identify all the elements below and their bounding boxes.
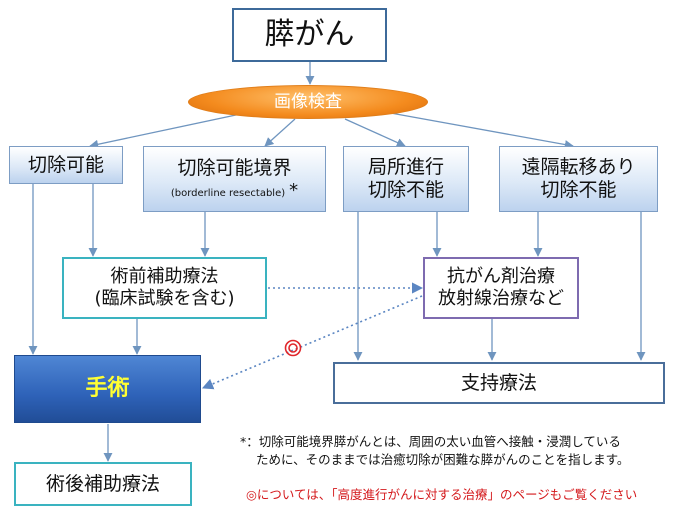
footnote-line2: ために、そのままでは治癒切除が困難な膵がんのことを指します。 bbox=[256, 452, 630, 468]
postoperative-therapy-box: 術後補助療法 bbox=[14, 462, 192, 506]
reference-note: ◎については、「高度進行がんに対する治療」のページもご覧ください bbox=[246, 487, 638, 502]
category-locally-advanced: 局所進行 切除不能 bbox=[343, 146, 469, 212]
arrow-exam-to-locally-advanced bbox=[344, 118, 406, 147]
double-circle-icon bbox=[284, 339, 302, 357]
arrow-exam-to-borderline bbox=[264, 118, 296, 147]
arrow-exam-to-resectable bbox=[89, 111, 251, 149]
neoadjuvant-line1: 術前補助療法 bbox=[110, 266, 219, 288]
supportive-care-box: 支持療法 bbox=[333, 362, 665, 404]
category-borderline-sub: (borderline resectable) bbox=[170, 187, 286, 199]
surgery-box: 手術 bbox=[14, 355, 201, 423]
asterisk-mark: * bbox=[289, 179, 299, 201]
title-box: 膵がん bbox=[232, 8, 387, 62]
neoadjuvant-line2: (臨床試験を含む) bbox=[94, 288, 235, 309]
footnote-line1: *：切除可能境界膵がんとは、周囲の太い血管へ接触・浸潤している bbox=[240, 434, 621, 449]
category-metastatic: 遠隔転移あり 切除不能 bbox=[499, 146, 658, 212]
surgery-label: 手術 bbox=[85, 375, 130, 401]
neoadjuvant-therapy-box: 術前補助療法 (臨床試験を含む) bbox=[62, 257, 267, 319]
category-metastatic-line2: 切除不能 bbox=[540, 179, 617, 201]
category-borderline: 切除可能境界 (borderline resectable) * bbox=[143, 146, 326, 212]
footnote: *：切除可能境界膵がんとは、周囲の太い血管へ接触・浸潤している ために、そのまま… bbox=[240, 433, 684, 469]
supportive-care-label: 支持療法 bbox=[460, 371, 537, 394]
title-text: 膵がん bbox=[264, 17, 355, 52]
chemo-line1: 抗がん剤治療 bbox=[447, 266, 555, 288]
imaging-exam-label: 画像検査 bbox=[274, 91, 342, 112]
chemo-radiation-box: 抗がん剤治療 放射線治療など bbox=[423, 257, 579, 319]
category-locally-advanced-line2: 切除不能 bbox=[367, 179, 444, 201]
category-borderline-label: 切除可能境界 bbox=[177, 156, 292, 179]
imaging-exam-node: 画像検査 bbox=[188, 85, 428, 119]
postoperative-therapy-label: 術後補助療法 bbox=[45, 472, 160, 495]
chemo-line2: 放射線治療など bbox=[438, 288, 564, 309]
category-resectable: 切除可能 bbox=[9, 146, 123, 184]
arrow-exam-to-metastatic bbox=[384, 111, 574, 150]
category-locally-advanced-line1: 局所進行 bbox=[367, 156, 444, 179]
category-metastatic-line1: 遠隔転移あり bbox=[521, 156, 636, 179]
category-resectable-label: 切除可能 bbox=[27, 153, 104, 176]
